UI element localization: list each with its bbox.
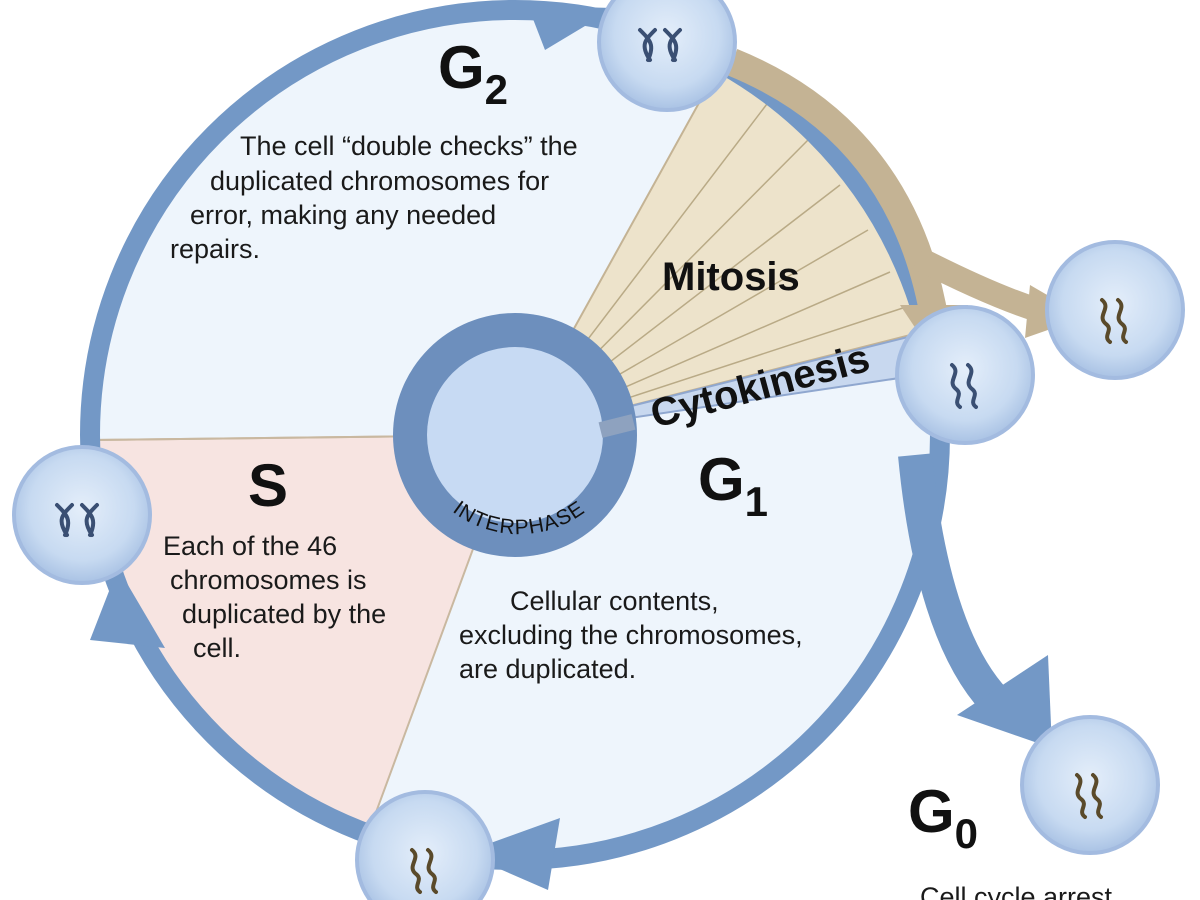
cell-daughter-right [1045, 240, 1185, 380]
g0-arrow [898, 453, 1014, 721]
mitosis-arrow [726, 49, 949, 325]
mitosis-label: Mitosis [662, 255, 800, 299]
chromosome-icon [1075, 773, 1103, 819]
chromosome-icon [950, 363, 978, 409]
chromosome-icon [638, 28, 682, 62]
arrow-head-s [90, 568, 165, 648]
interphase-core [427, 347, 603, 523]
g0-description: Cell cycle arrest [920, 882, 1113, 900]
g0-arrow-head [957, 655, 1052, 748]
arrow-head-g1 [463, 818, 560, 890]
g2-description: The cell “double checks” the duplicated … [170, 131, 585, 264]
cell-bottom [355, 790, 495, 900]
g1-label: G1 [698, 446, 768, 525]
cell-g0 [1020, 715, 1160, 855]
g0-label: G0 [908, 778, 978, 857]
interphase-connector [598, 414, 636, 438]
chromosome-icon [55, 503, 99, 537]
g1-description: Cellular contents, excluding the chromos… [459, 586, 810, 684]
g2-label: G2 [438, 34, 508, 113]
cell-cytokinesis [895, 305, 1035, 445]
chromosome-icon [410, 848, 438, 894]
s-description: Each of the 46 chromosomes is duplicated… [163, 531, 394, 663]
cell-top [597, 0, 737, 112]
chromosome-icon [1100, 298, 1128, 344]
cell-left [12, 445, 152, 585]
arrow-head-g2 [528, 6, 615, 50]
s-label: S [248, 452, 288, 519]
